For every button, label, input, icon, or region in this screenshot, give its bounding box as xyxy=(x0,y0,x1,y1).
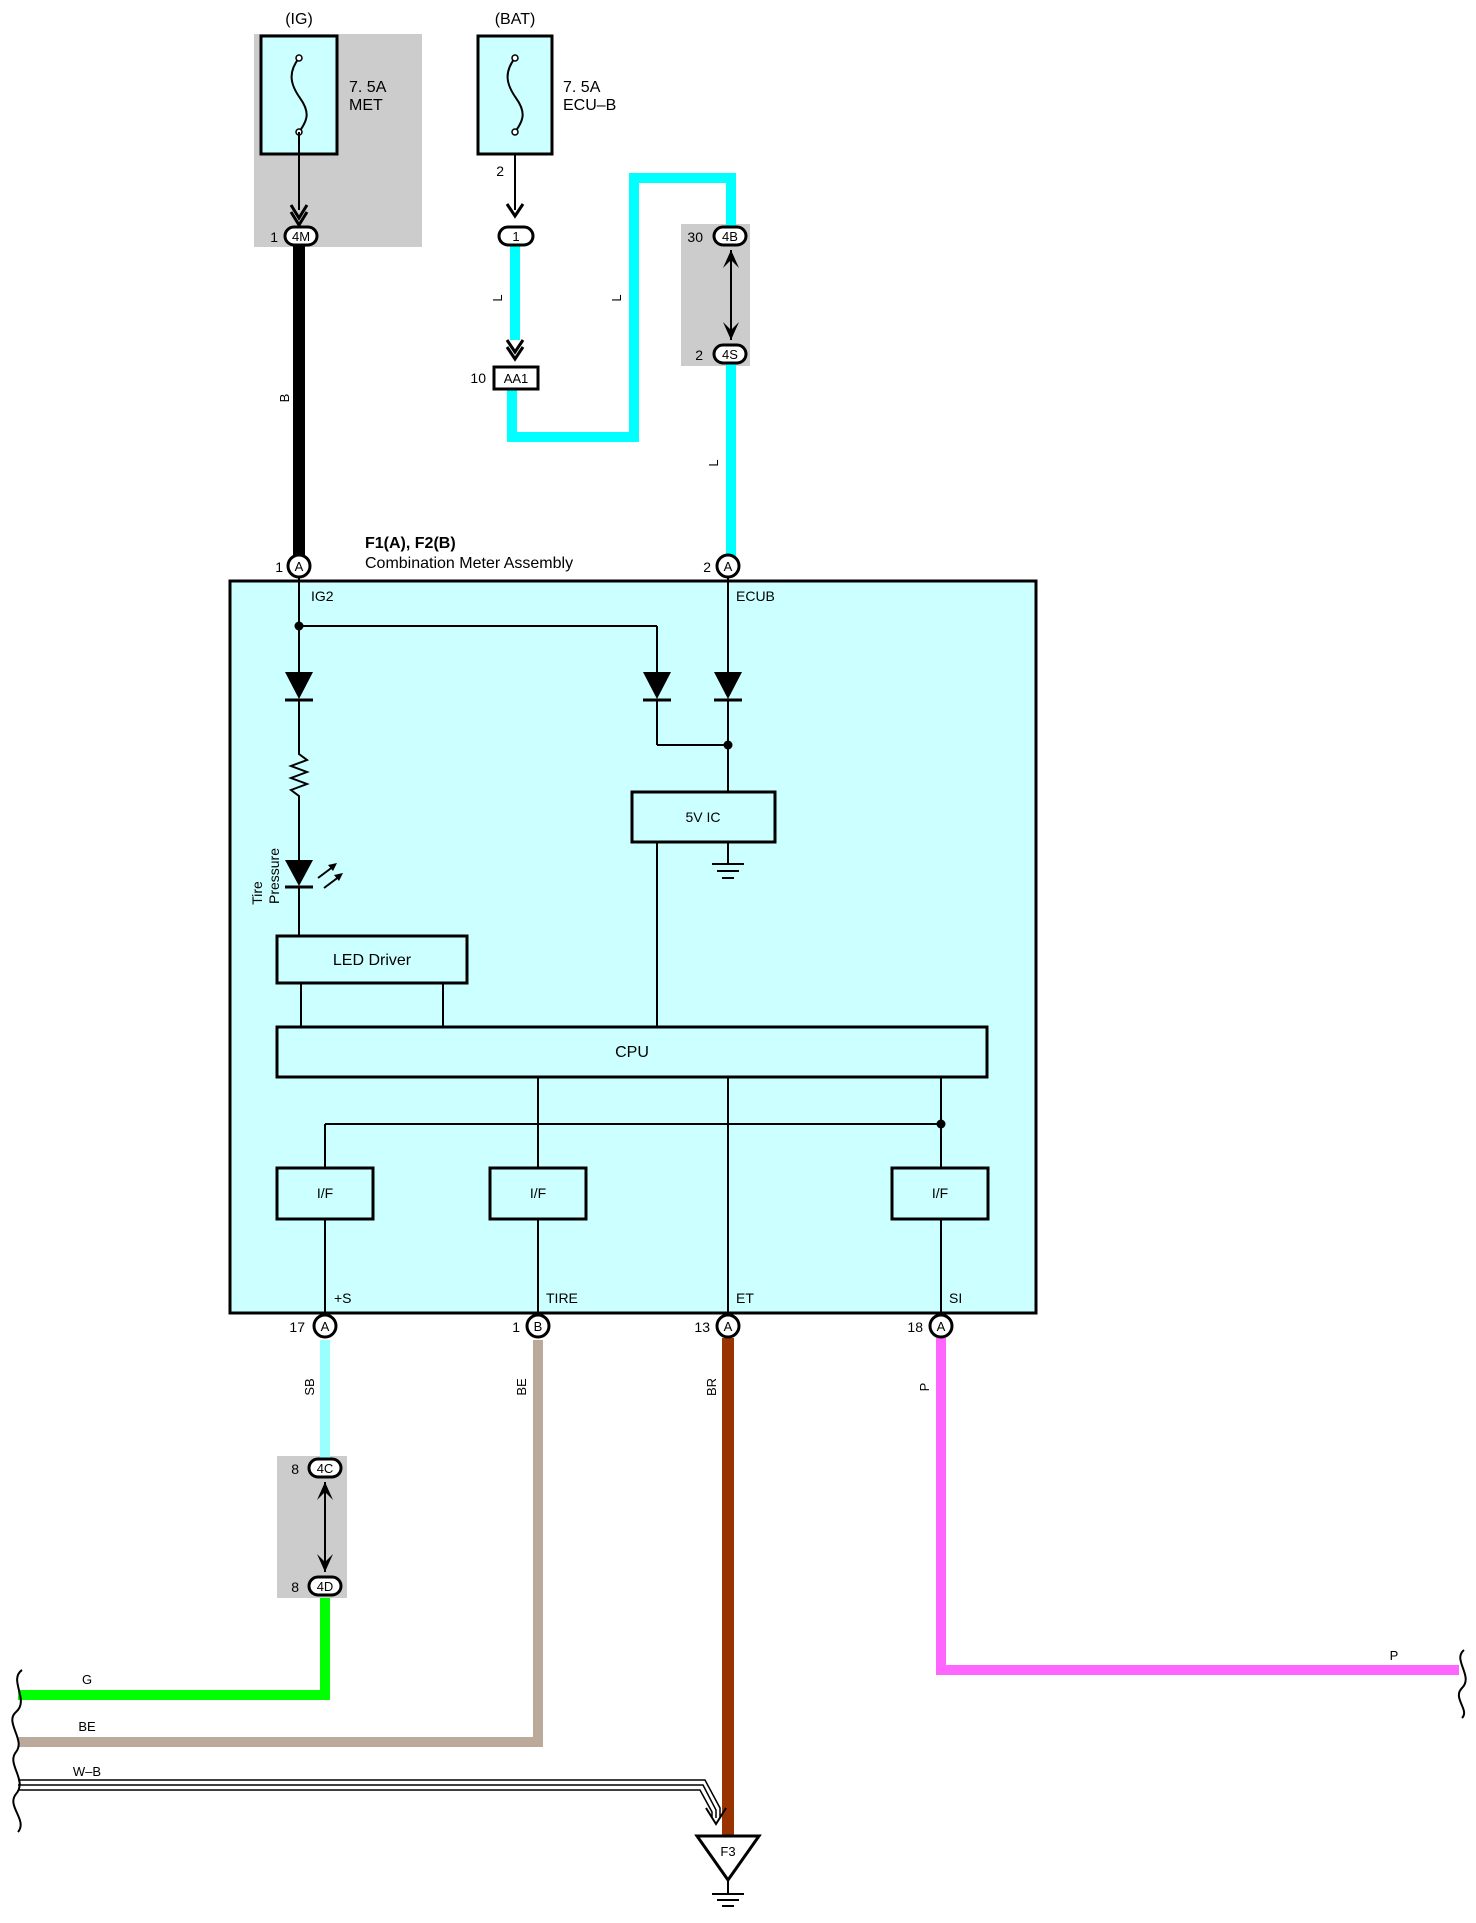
meter-term-s: +S xyxy=(334,1290,352,1306)
connector-4m xyxy=(283,225,319,247)
wire-b-label: B xyxy=(277,394,292,403)
meter-subtitle: Combination Meter Assembly xyxy=(365,555,573,572)
connector-4d xyxy=(307,1575,343,1597)
connector-aa1 xyxy=(492,365,540,391)
svg-text:A: A xyxy=(724,559,733,574)
meter-pin-tire-num: 1 xyxy=(512,1319,520,1335)
svg-text:4D: 4D xyxy=(317,1579,334,1594)
meter-pin-et-num: 13 xyxy=(694,1319,710,1335)
connector-4b-pin: 30 xyxy=(687,229,703,245)
fuse-met-name: MET xyxy=(349,97,383,114)
meter-pin-et xyxy=(715,1313,741,1339)
interface-box-tire xyxy=(488,1166,588,1221)
wire-be2-label: BE xyxy=(78,1719,96,1734)
fuse-ecu-b-rating: 7. 5A xyxy=(563,79,601,96)
wire-break-left xyxy=(11,1669,23,1833)
wire-l-3-label: L xyxy=(706,459,721,466)
svg-text:4M: 4M xyxy=(292,229,310,244)
meter-pin-ig2-num: 1 xyxy=(275,559,283,575)
wire-p-label: P xyxy=(917,1383,932,1392)
meter-term-tire: TIRE xyxy=(546,1290,578,1306)
wire-p2-label: P xyxy=(1390,1648,1399,1663)
connector-4m-pin: 1 xyxy=(270,229,278,245)
meter-pin-s xyxy=(312,1313,338,1339)
svg-text:A: A xyxy=(321,1319,330,1334)
fuse-ecu-b-source: (BAT) xyxy=(495,11,536,28)
connector-4s xyxy=(712,343,748,365)
wire-l-2-label: L xyxy=(609,294,624,301)
diode-ig2 xyxy=(285,672,313,702)
fuse-met-rating: 7. 5A xyxy=(349,79,387,96)
wire-l-2 xyxy=(507,173,736,442)
svg-text:A: A xyxy=(724,1319,733,1334)
connector-4c xyxy=(307,1457,343,1479)
ground-f3-label: F3 xyxy=(720,1844,735,1859)
connector-4d-pin: 8 xyxy=(291,1579,299,1595)
meter-pin-tire xyxy=(525,1313,551,1339)
wire-br-label: BR xyxy=(704,1378,719,1396)
meter-pin-ecub-num: 2 xyxy=(703,559,711,575)
wire-sb-label: SB xyxy=(302,1378,317,1395)
led-label-pressure: Pressure xyxy=(266,848,282,904)
svg-text:4S: 4S xyxy=(722,347,738,362)
interface-label-tire: I/F xyxy=(530,1185,546,1201)
meter-pin-ecub-term: ECUB xyxy=(736,588,775,604)
connector-4c-pin: 8 xyxy=(291,1461,299,1477)
interface-label-s: I/F xyxy=(317,1185,333,1201)
meter-internal-wiring xyxy=(288,577,942,1326)
interface-box-s xyxy=(275,1166,375,1221)
wire-break-right xyxy=(1457,1649,1467,1719)
cpu-box xyxy=(275,1025,989,1079)
4b-4s-shade xyxy=(681,224,750,366)
cpu-label: CPU xyxy=(615,1044,649,1061)
led-driver-label: LED Driver xyxy=(333,952,412,969)
tire-pressure-led xyxy=(285,860,343,889)
connector-1 xyxy=(497,225,535,247)
svg-text:AA1: AA1 xyxy=(504,371,529,386)
meter-term-si: SI xyxy=(949,1290,962,1306)
ic-5v-box xyxy=(630,790,777,844)
meter-term-et: ET xyxy=(736,1290,754,1306)
svg-text:A: A xyxy=(937,1319,946,1334)
fuse-met-source: (IG) xyxy=(285,11,313,28)
meter-pin-si-num: 18 xyxy=(907,1319,923,1335)
ground-f3 xyxy=(694,1834,762,1907)
wire-be xyxy=(18,1340,543,1747)
connector-4s-pin: 2 xyxy=(695,347,703,363)
fuse-ecu-b xyxy=(476,34,554,156)
interface-box-si xyxy=(890,1166,990,1221)
wire-wb xyxy=(18,1779,721,1818)
svg-text:B: B xyxy=(534,1319,543,1334)
wire-wb-label: W–B xyxy=(73,1764,101,1779)
wire-g xyxy=(18,1598,330,1700)
meter-pin-si xyxy=(928,1313,954,1339)
meter-pin-s-num: 17 xyxy=(289,1319,305,1335)
wire-g-label: G xyxy=(82,1672,92,1687)
fuse-ecu-b-name: ECU–B xyxy=(563,97,616,114)
connector-aa1-pin: 10 xyxy=(470,370,486,386)
svg-text:4B: 4B xyxy=(722,229,738,244)
svg-text:1: 1 xyxy=(512,229,519,244)
meter-title: F1(A), F2(B) xyxy=(365,535,456,552)
diode-ecub xyxy=(714,672,742,702)
wire-be-label: BE xyxy=(514,1378,529,1396)
interface-label-si: I/F xyxy=(932,1185,948,1201)
svg-text:A: A xyxy=(295,559,304,574)
led-driver-box xyxy=(275,934,469,985)
4c-4d-shade xyxy=(277,1456,347,1598)
svg-text:4C: 4C xyxy=(317,1461,334,1476)
diode-ig2-ic xyxy=(643,672,671,702)
fuse-met xyxy=(259,34,339,156)
connector-4b xyxy=(712,225,748,247)
meter-pin-ig2-term: IG2 xyxy=(311,588,334,604)
ic-5v-label: 5V IC xyxy=(685,809,720,825)
led-label-tire: Tire xyxy=(249,881,265,905)
wire-p xyxy=(936,1338,1459,1675)
fuse-ecu-b-pin: 2 xyxy=(496,163,504,179)
wire-l-1-label: L xyxy=(490,294,505,301)
